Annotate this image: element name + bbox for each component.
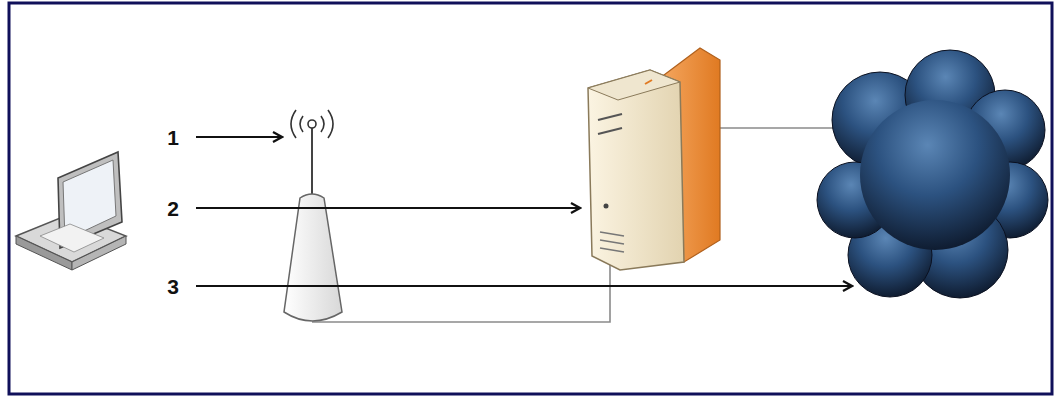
laptop-icon — [16, 152, 126, 270]
callout-number: 2 — [167, 198, 179, 219]
callout-number: 1 — [167, 127, 179, 148]
internet-cloud — [817, 50, 1048, 298]
arrow — [196, 285, 852, 287]
frame — [9, 3, 1052, 394]
arrow — [196, 207, 580, 209]
arrow — [196, 136, 282, 138]
wire — [312, 262, 610, 322]
wireless-access-point — [284, 110, 342, 321]
callout-number: 3 — [167, 276, 179, 297]
server-tower — [588, 48, 720, 270]
